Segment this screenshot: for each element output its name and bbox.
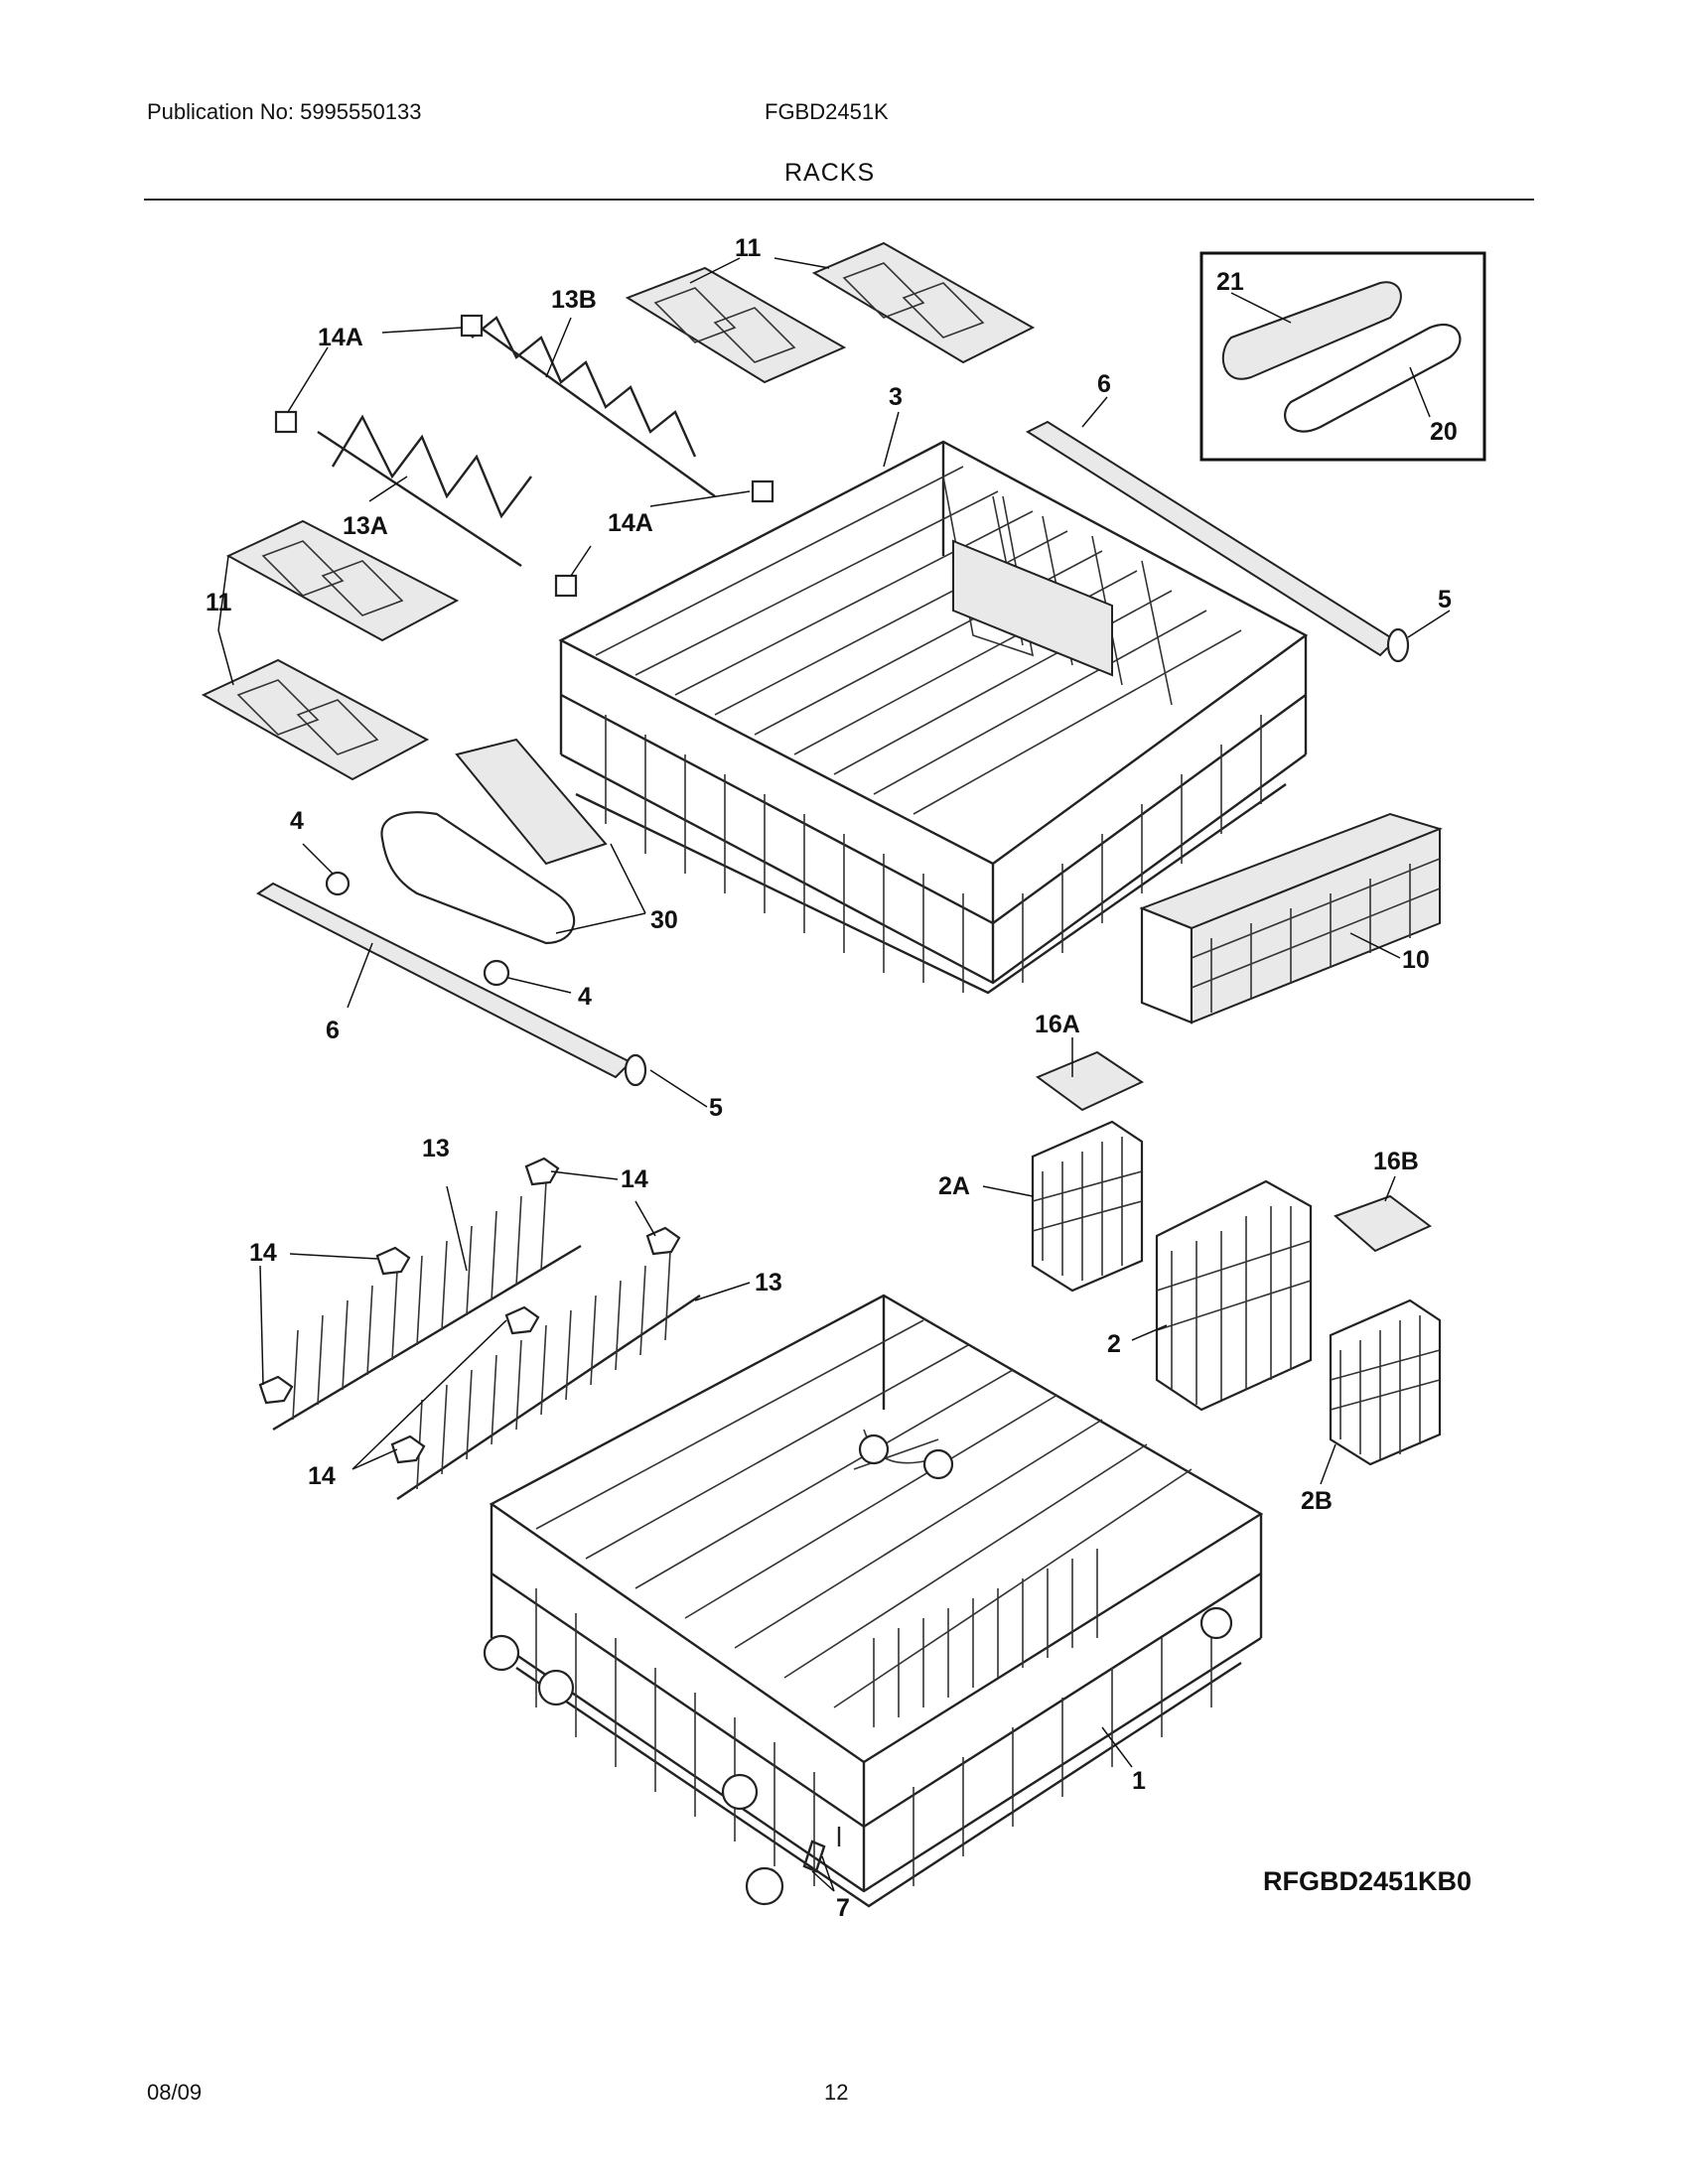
lower-rail — [256, 882, 633, 1079]
rack-wheels — [483, 1606, 1233, 1906]
callout-13b: 13B — [551, 286, 597, 314]
callout-2b: 2B — [1301, 1487, 1333, 1515]
publication-number: Publication No: 5995550133 — [147, 99, 422, 124]
upper-rack — [558, 440, 1309, 995]
callout-10: 10 — [1402, 946, 1430, 974]
callout-14a-lower: 14A — [608, 509, 653, 537]
callout-labels: 11 13B 14A 13A 14A 11 3 6 21 20 5 4 30 4… — [206, 234, 1458, 1922]
diagram-code: RFGBD2451KB0 — [1263, 1866, 1473, 1896]
silverware-baskets — [1031, 1050, 1442, 1466]
callout-11: 11 — [735, 234, 762, 262]
callout-14-top: 14 — [621, 1165, 648, 1193]
callout-30: 30 — [650, 906, 678, 934]
callout-16a: 16A — [1035, 1011, 1080, 1038]
callout-1: 1 — [1132, 1767, 1146, 1795]
callout-14-left: 14 — [249, 1239, 277, 1267]
callout-14-bottom: 14 — [308, 1462, 336, 1490]
callout-4-top: 4 — [290, 807, 304, 835]
callout-5-top: 5 — [1438, 586, 1452, 614]
model-number: FGBD2451K — [765, 99, 889, 124]
callout-2: 2 — [1107, 1330, 1121, 1358]
callout-5-bottom: 5 — [709, 1094, 723, 1122]
callout-13a: 13A — [343, 512, 388, 540]
page-number: 12 — [824, 2080, 849, 2105]
callout-4-bottom: 4 — [578, 983, 592, 1011]
cup-shelf-wires — [274, 314, 774, 598]
cup-shelf-inserts — [201, 241, 1036, 781]
shelf-bracket — [325, 738, 608, 987]
callout-13-right: 13 — [755, 1269, 782, 1297]
silverware-basket-long — [1139, 812, 1444, 1024]
section-title: RACKS — [784, 159, 876, 187]
callout-21: 21 — [1216, 268, 1244, 296]
fold-down-tines — [258, 1157, 701, 1500]
rail-end-cap — [1386, 627, 1410, 663]
leader-lines — [217, 257, 1451, 1892]
callout-16b: 16B — [1373, 1148, 1419, 1175]
callout-7: 7 — [836, 1894, 850, 1922]
footer-date: 08/09 — [147, 2080, 203, 2105]
callout-20: 20 — [1430, 418, 1458, 446]
callout-11-left: 11 — [206, 589, 232, 616]
callout-2a: 2A — [938, 1172, 970, 1200]
lower-rack — [489, 1294, 1264, 1908]
callout-6-top: 6 — [1097, 370, 1111, 398]
inset-detail — [1199, 251, 1486, 462]
callout-14a: 14A — [318, 324, 363, 351]
lower-rail-end-cap — [624, 1053, 647, 1087]
header-rule — [144, 199, 1534, 201]
callout-3: 3 — [889, 383, 903, 411]
callout-13-top: 13 — [422, 1135, 450, 1162]
callout-6-bottom: 6 — [326, 1017, 340, 1044]
